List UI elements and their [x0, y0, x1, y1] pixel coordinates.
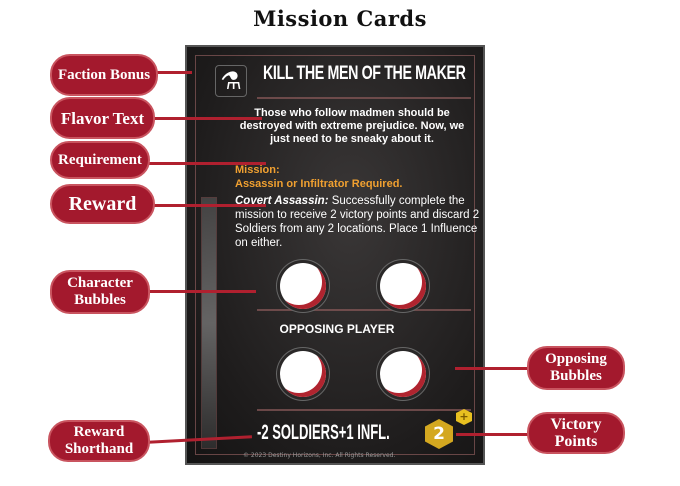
page-title: Mission Cards	[253, 6, 427, 31]
connector-line	[148, 162, 266, 165]
reward-text: Successfully complete the mission to rec…	[235, 195, 480, 249]
reward: Covert Assassin: Successfully complete t…	[235, 194, 483, 250]
mission-label: Mission:	[235, 164, 280, 176]
label-reward: Reward	[50, 184, 155, 224]
label-requirement: Requirement	[50, 141, 150, 179]
opposing-bubble	[380, 351, 426, 397]
flavor-text: Those who follow madmen should be destro…	[239, 107, 465, 145]
connector-line	[152, 204, 266, 207]
label-opposing-bubbles: Opposing Bubbles	[527, 346, 625, 390]
connector-line	[455, 367, 530, 370]
card-title: KILL THE MEN OF THE MAKER	[263, 63, 466, 84]
label-victory-points: Victory Points	[527, 412, 625, 454]
connector-line	[155, 71, 192, 74]
label-flavor-text: Flavor Text	[50, 97, 155, 139]
card-frame	[195, 55, 475, 455]
opposing-bubble	[280, 351, 326, 397]
mission-card: ⚗ KILL THE MEN OF THE MAKER Those who fo…	[185, 45, 485, 465]
requirement: Mission: Assassin or Infiltrator Require…	[235, 163, 402, 191]
opposing-player-label: OPPOSING PLAYER	[279, 322, 395, 336]
copyright: © 2023 Destiny Horizons, Inc. All Rights…	[243, 452, 396, 459]
divider	[257, 97, 471, 99]
connector-line	[148, 290, 256, 293]
reward-shorthand: -2 SOLDIERS+1 INFL.	[257, 421, 390, 444]
requirement-text: Assassin or Infiltrator Required.	[235, 178, 403, 190]
character-bubble	[380, 263, 426, 309]
flask-icon: ⚗	[215, 65, 247, 97]
label-faction-bonus: Faction Bonus	[50, 54, 158, 96]
character-bubble	[280, 263, 326, 309]
divider	[257, 409, 471, 411]
divider	[257, 309, 471, 311]
label-character-bubbles: Character Bubbles	[50, 270, 150, 314]
decorative-pillar	[201, 197, 217, 449]
connector-line	[152, 117, 262, 120]
plus-coin-icon: +	[456, 409, 472, 425]
connector-line	[456, 433, 530, 436]
label-reward-shorthand: Reward Shorthand	[48, 420, 150, 462]
